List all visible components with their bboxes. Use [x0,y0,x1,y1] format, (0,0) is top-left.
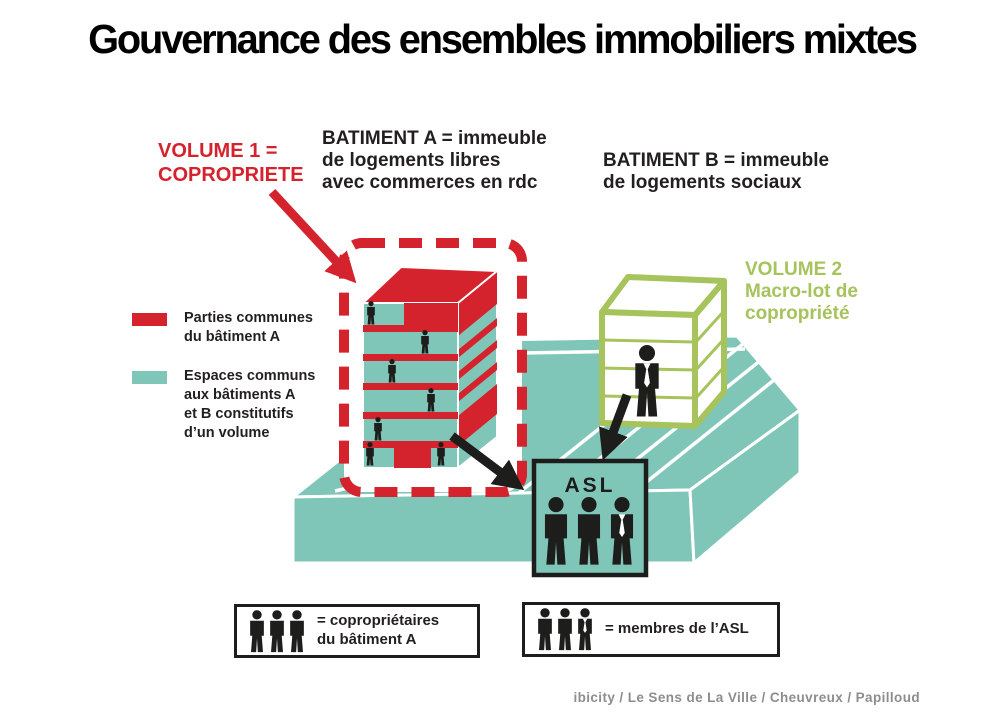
coproprietaires-line1: = copropriétaires [317,612,440,630]
building-a-to-asl-arrow [449,432,525,491]
legend-item2-line1: Espaces communs [184,368,316,384]
membres-asl-label: = membres de l’ASL [605,620,749,638]
legend-item1-line2: du bâtiment A [184,328,281,345]
volume2-line3: copropriété [745,302,850,324]
volume2-line1: VOLUME 2 [745,259,843,280]
legend-swatch-red [132,313,167,326]
volume2-label: VOLUME 2 Macro-lot de copropriété [745,259,858,325]
building-a-front-face [362,301,459,469]
batiment-a-label: BATIMENT A = immeuble de logements libre… [322,128,547,195]
person-icon [285,610,309,653]
legend-item1-line1: Parties communes [184,310,313,326]
asl-label: ASL [565,474,616,497]
coproprietaires-text: = copropriétaires du bâtiment A [317,612,439,650]
coproprietaires-line2: du bâtiment A [317,631,417,648]
volume1-line1: VOLUME 1 = [158,140,278,162]
page-title: Gouvernance des ensembles immobiliers mi… [88,16,918,62]
volume2-line2: Macro-lot de [745,280,858,302]
batiment-b-label: BATIMENT B = immeuble de logements socia… [603,150,829,194]
legend-swatch-teal [132,371,167,384]
credit-line: ibicity / Le Sens de La Ville / Cheuvreu… [573,690,920,705]
person-with-tie-icon [573,608,597,651]
batiment-a-line1: BATIMENT A = immeuble [322,128,547,149]
batiment-b-line2: de logements sociaux [603,172,802,194]
building-a-side-face [457,268,498,471]
legend-item-parties-communes: Parties communes du bâtiment A [184,309,313,347]
volume1-label: VOLUME 1 = COPROPRIETE [158,139,304,187]
coproprietaires-icons [245,610,305,653]
volume1-dashed-outline [339,238,527,497]
building-a [339,238,527,497]
legend-item2-line2: aux bâtiments A [184,386,296,403]
legend-box-coproprietaires: = copropriétaires du bâtiment A [234,604,480,658]
batiment-a-line3: avec commerces en rdc [322,172,538,194]
batiment-a-line2: de logements libres [322,150,501,172]
batiment-b-line1: BATIMENT B = immeuble [603,150,830,171]
legend-item-espaces-communs: Espaces communs aux bâtiments A et B con… [184,367,315,442]
volume1-arrow [268,188,357,284]
membres-asl-text: = membres de l’ASL [605,620,749,639]
membres-asl-icons [533,608,593,651]
asl-box: ASL [531,458,649,578]
building-b-to-asl-arrow [599,393,632,461]
building-b [599,274,727,429]
legend-item2-line3: et B constitutifs [184,405,294,422]
volume1-line2: COPROPRIETE [158,164,304,186]
legend-item2-line4: d’un volume [184,424,270,441]
legend-box-membres-asl: = membres de l’ASL [522,602,780,657]
